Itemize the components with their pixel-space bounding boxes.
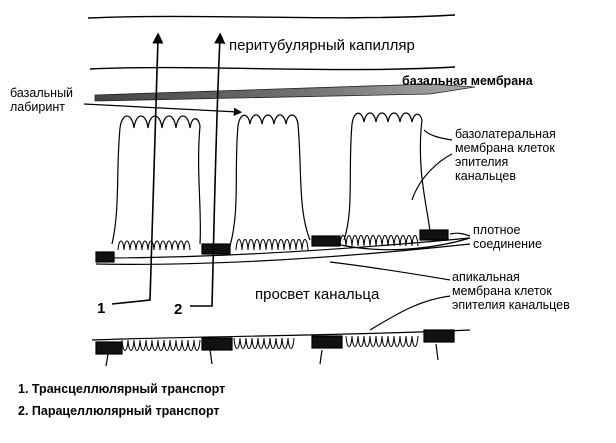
basolateral-line-3: эпителия (455, 155, 509, 169)
apical-leader-a (329, 261, 451, 281)
cell-1-right-lateral (197, 125, 202, 245)
cell-1-left-lateral (111, 127, 121, 245)
tight-junction-line-1: плотное (473, 223, 521, 237)
tight-junction-upper-4 (419, 229, 449, 241)
lower-cell-stubs (105, 343, 439, 367)
basolateral-line-4: канальцев (455, 169, 516, 183)
cell-2-left-lateral (229, 125, 239, 247)
basolateral-leader-b (411, 153, 453, 201)
tight-junction-upper-1 (95, 251, 115, 263)
tight-junction-leader-b (449, 232, 471, 237)
tight-junction-lower-3 (311, 335, 343, 349)
capillary-wall-top (87, 14, 456, 19)
apical-brush-border-lower (121, 335, 419, 351)
apical-line-3: эпителия канальцев (452, 298, 570, 312)
tight-junction-line-2: соединение (473, 237, 542, 251)
basolateral-membrane-label: базолатеральная мембрана клеток эпителия… (455, 127, 556, 183)
apical-brush-border-upper (117, 235, 419, 251)
cell-2-right-lateral (297, 123, 311, 241)
basement-membrane-band (94, 83, 476, 102)
basement-membrane-label: базальная мембрана (402, 74, 533, 88)
apical-membrane-label: апикальная мембрана клеток эпителия кана… (452, 270, 570, 312)
basolateral-leader-a (423, 129, 453, 141)
pathway-1-arrow (111, 32, 164, 305)
tight-junction-upper-3 (311, 235, 341, 247)
basolateral-line-1: базолатеральная (455, 127, 556, 141)
legend-item-2: 2. Парацеллюлярный транспорт (18, 404, 220, 418)
apical-baseline-upper (95, 237, 471, 259)
tight-junction-label: плотное соединение (473, 223, 542, 251)
tight-junction-leader-a (335, 237, 471, 251)
capillary-wall-bottom (89, 66, 456, 71)
tight-junction-lower-1 (95, 341, 123, 355)
tight-junction-upper-2 (201, 243, 231, 255)
cell-3-basal-membrane (351, 112, 423, 125)
cell-3-right-lateral (419, 119, 431, 233)
tight-junction-lower-2 (201, 337, 233, 351)
apical-baseline-lower (91, 329, 471, 341)
tight-junction-lower-4 (423, 329, 455, 343)
apical-line-2: мембрана клеток (452, 284, 552, 298)
pathway-2-number: 2 (174, 301, 183, 318)
basolateral-line-2: мембрана клеток (455, 141, 555, 155)
basal-labyrinth-arrow (83, 103, 243, 116)
apical-lower-edge-upper (95, 243, 471, 265)
pathway-2-arrow (190, 32, 226, 307)
apical-line-1: апикальная (452, 270, 520, 284)
capillary-label: перитубулярный капилляр (229, 37, 415, 54)
basal-labyrinth-line-1: базальный (10, 86, 74, 100)
cell-1-basal-membrane (119, 115, 201, 129)
basal-labyrinth-line-2: лабиринт (10, 100, 65, 114)
apical-leader-b (369, 295, 451, 331)
pathway-1-number: 1 (97, 300, 106, 317)
basal-labyrinth-label: базальный лабиринт (10, 86, 73, 114)
cell-2-basal-membrane (237, 114, 299, 127)
cell-3-left-lateral (343, 123, 353, 241)
tubule-lumen-label: просвет канальца (255, 286, 380, 303)
legend-item-1: 1. Трансцеллюлярный транспорт (18, 382, 226, 396)
